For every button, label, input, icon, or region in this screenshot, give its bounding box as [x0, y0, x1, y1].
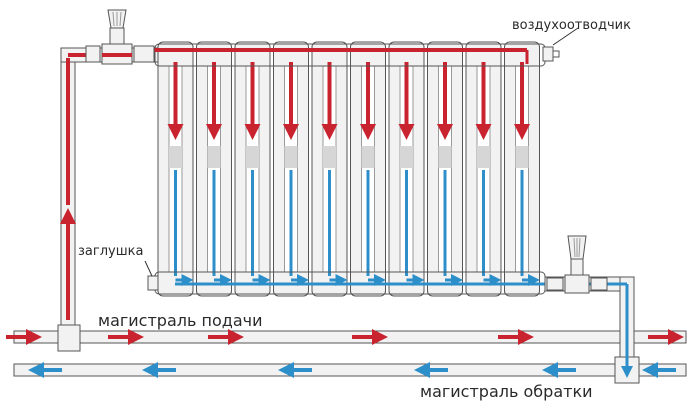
section-mix-band	[515, 146, 529, 168]
radiator-section	[234, 41, 271, 297]
valve-icon	[546, 235, 608, 294]
air-vent-label: воздухоотводчик	[512, 18, 631, 33]
radiator-section	[465, 41, 502, 297]
section-mix-band	[246, 146, 259, 168]
supply-riser	[57, 47, 160, 352]
radiator-section	[273, 41, 309, 297]
air-vent-icon	[542, 27, 579, 62]
radiator-sections	[157, 41, 540, 297]
radiator-section	[427, 41, 463, 297]
return-main-pipe	[13, 363, 687, 377]
valve-icon	[85, 9, 155, 65]
main-flow-arrows	[6, 329, 684, 378]
section-mix-band	[438, 146, 452, 168]
radiator-section	[388, 41, 425, 297]
end-cap-icon	[144, 260, 159, 291]
section-mix-band	[400, 146, 413, 168]
radiator-section	[196, 41, 232, 297]
supply-tee	[57, 324, 81, 352]
return-main-label: магистраль обратки	[420, 382, 593, 401]
section-mix-band	[477, 146, 490, 168]
section-mix-band	[207, 146, 221, 168]
section-mix-band	[284, 146, 298, 168]
radiator-section	[157, 41, 194, 297]
section-mix-band	[323, 146, 336, 168]
section-mix-band	[361, 146, 375, 168]
radiator-section	[311, 41, 348, 297]
supply-main-label: магистраль подачи	[98, 311, 262, 330]
section-mix-band	[169, 146, 182, 168]
radiator-section	[504, 41, 540, 297]
end-cap-label: заглушка	[78, 244, 143, 259]
radiator-section	[350, 41, 386, 297]
